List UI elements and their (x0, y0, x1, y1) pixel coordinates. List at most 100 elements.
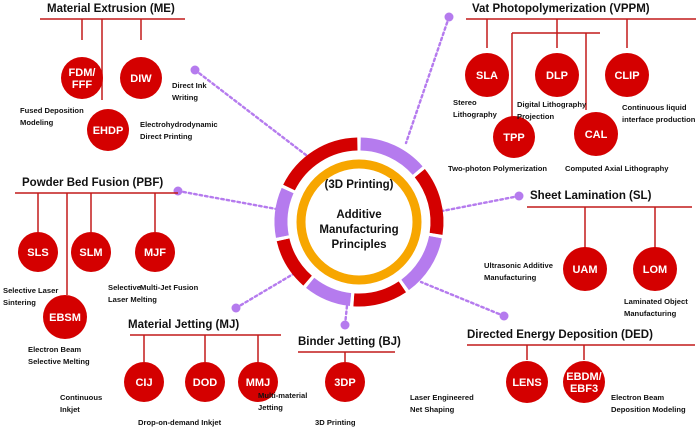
ring-segment (401, 235, 442, 291)
ring-divider (350, 292, 355, 308)
caption-selective-laser-melting: Laser Melting (108, 295, 157, 304)
process-node-label: EBF3 (570, 383, 598, 395)
caption-stereo: Lithography (453, 110, 498, 119)
caption-laser-engineered: Laser Engineered (410, 393, 474, 402)
category-dot (340, 320, 350, 330)
process-node-cij (124, 362, 164, 402)
process-node-label: UAM (572, 264, 597, 276)
category-title-ded: Directed Energy Deposition (DED) (467, 329, 653, 341)
caption-stereo: Stereo (453, 98, 477, 107)
caption-drop-on-demand: Drop-on-demand Inkjet (138, 418, 222, 427)
caption-computed-axial: Computed Axial Lithography (565, 164, 669, 173)
central-ring (274, 136, 444, 308)
process-node-clip (605, 53, 649, 97)
category-connector (435, 194, 521, 214)
category-title-bj: Binder Jetting (BJ) (298, 336, 401, 348)
process-node-cal (574, 112, 618, 156)
center-subtitle: (3D Printing) (325, 179, 394, 191)
caption-3d-printing: 3D Printing (315, 418, 356, 427)
caption-electrohydro: Electrohydrodynamic (140, 120, 218, 129)
process-node-dlp (535, 53, 579, 97)
caption-multi-material: Jetting (258, 403, 283, 412)
caption-electron-beam-melting: Selective Melting (28, 357, 90, 366)
labels-layer: Material Extrusion (ME)Fused DepositionM… (3, 3, 696, 427)
process-node-sla (465, 53, 509, 97)
category-dot (514, 191, 524, 201)
category-dot (231, 303, 241, 313)
process-node-label: MJF (144, 247, 166, 259)
process-node-lom (633, 247, 677, 291)
process-node-label: LENS (512, 377, 541, 389)
ring-segment (353, 281, 407, 307)
process-node-label: FDM/ (69, 67, 96, 79)
ring-segment (414, 169, 444, 235)
process-node-mjf (135, 232, 175, 272)
caption-two-photon: Two-photon Polymerization (448, 164, 547, 173)
process-node-3dp (325, 362, 365, 402)
category-dot (173, 186, 183, 196)
process-node-label: DIW (130, 73, 152, 85)
process-node-label: MMJ (246, 377, 270, 389)
ring-divider (412, 165, 426, 178)
category-title-mj: Material Jetting (MJ) (128, 319, 239, 331)
center-label-group: (3D Printing)AdditiveManufacturingPrinci… (319, 179, 398, 251)
process-node-label: SLS (27, 247, 48, 259)
caption-fused: Modeling (20, 118, 54, 127)
ring-divider (398, 278, 410, 293)
category-connector (404, 15, 451, 145)
caption-selective-laser-sintering: Sintering (3, 298, 36, 307)
category-connector (193, 68, 308, 157)
category-dot (444, 12, 454, 22)
category-connector (419, 280, 506, 318)
process-node-label: SLM (79, 247, 102, 259)
caption-direct-ink: Direct Ink (172, 81, 207, 90)
category-title-sl: Sheet Lamination (SL) (530, 190, 652, 202)
process-node-lens (506, 361, 548, 403)
caption-selective-laser-sintering: Selective Laser (3, 286, 58, 295)
ring-segment (274, 187, 294, 238)
category-title-me: Material Extrusion (ME) (47, 3, 175, 15)
caption-direct-ink: Writing (172, 93, 198, 102)
center-ring-inner (296, 159, 422, 285)
caption-continuous-liquid: Continuous liquid (622, 103, 687, 112)
category-dot (190, 65, 200, 75)
process-node-label: CLIP (614, 70, 639, 82)
process-node-label: FFF (72, 79, 92, 91)
caption-multi-material: Multi-material (258, 391, 307, 400)
process-node-label: CAL (585, 129, 608, 141)
process-node-sls (18, 232, 58, 272)
process-node-ehdp (87, 109, 129, 151)
ring-divider (280, 184, 296, 194)
caption-electrohydro: Direct Printing (140, 132, 193, 141)
process-node-fdm (61, 57, 103, 99)
process-node-label: TPP (503, 132, 524, 144)
ring-segment (306, 277, 352, 307)
ring-segment (283, 137, 358, 191)
ring-segment (360, 137, 423, 176)
caption-multi-jet-fusion: Multi-Jet Fusion (140, 283, 199, 292)
ring-segment (276, 238, 313, 286)
caption-continuous-inkjet: Inkjet (60, 405, 80, 414)
caption-ultrasonic: Manufacturing (484, 273, 537, 282)
process-node-mmj (238, 362, 278, 402)
caption-laser-engineered: Net Shaping (410, 405, 455, 414)
category-connector (176, 189, 284, 212)
center-title-line: Manufacturing (319, 224, 398, 236)
process-node-ebsm (43, 295, 87, 339)
process-node-label: SLA (476, 70, 498, 82)
center-title-line: Additive (336, 209, 381, 221)
process-node-label: EBDM/ (566, 371, 601, 383)
process-node-label: DLP (546, 70, 568, 82)
caption-electron-beam-deposition: Deposition Modeling (611, 405, 686, 414)
ring-divider (302, 275, 315, 289)
process-node-label: CIJ (135, 377, 152, 389)
caption-laminated: Laminated Object (624, 297, 688, 306)
category-title-pbf: Powder Bed Fusion (PBF) (22, 177, 163, 189)
caption-digital-light: Digital Lithography (517, 100, 587, 109)
caption-digital-light: Projection (517, 112, 554, 121)
process-node-label: LOM (643, 264, 667, 276)
caption-continuous-inkjet: Continuous (60, 393, 102, 402)
ring-divider (428, 232, 444, 239)
